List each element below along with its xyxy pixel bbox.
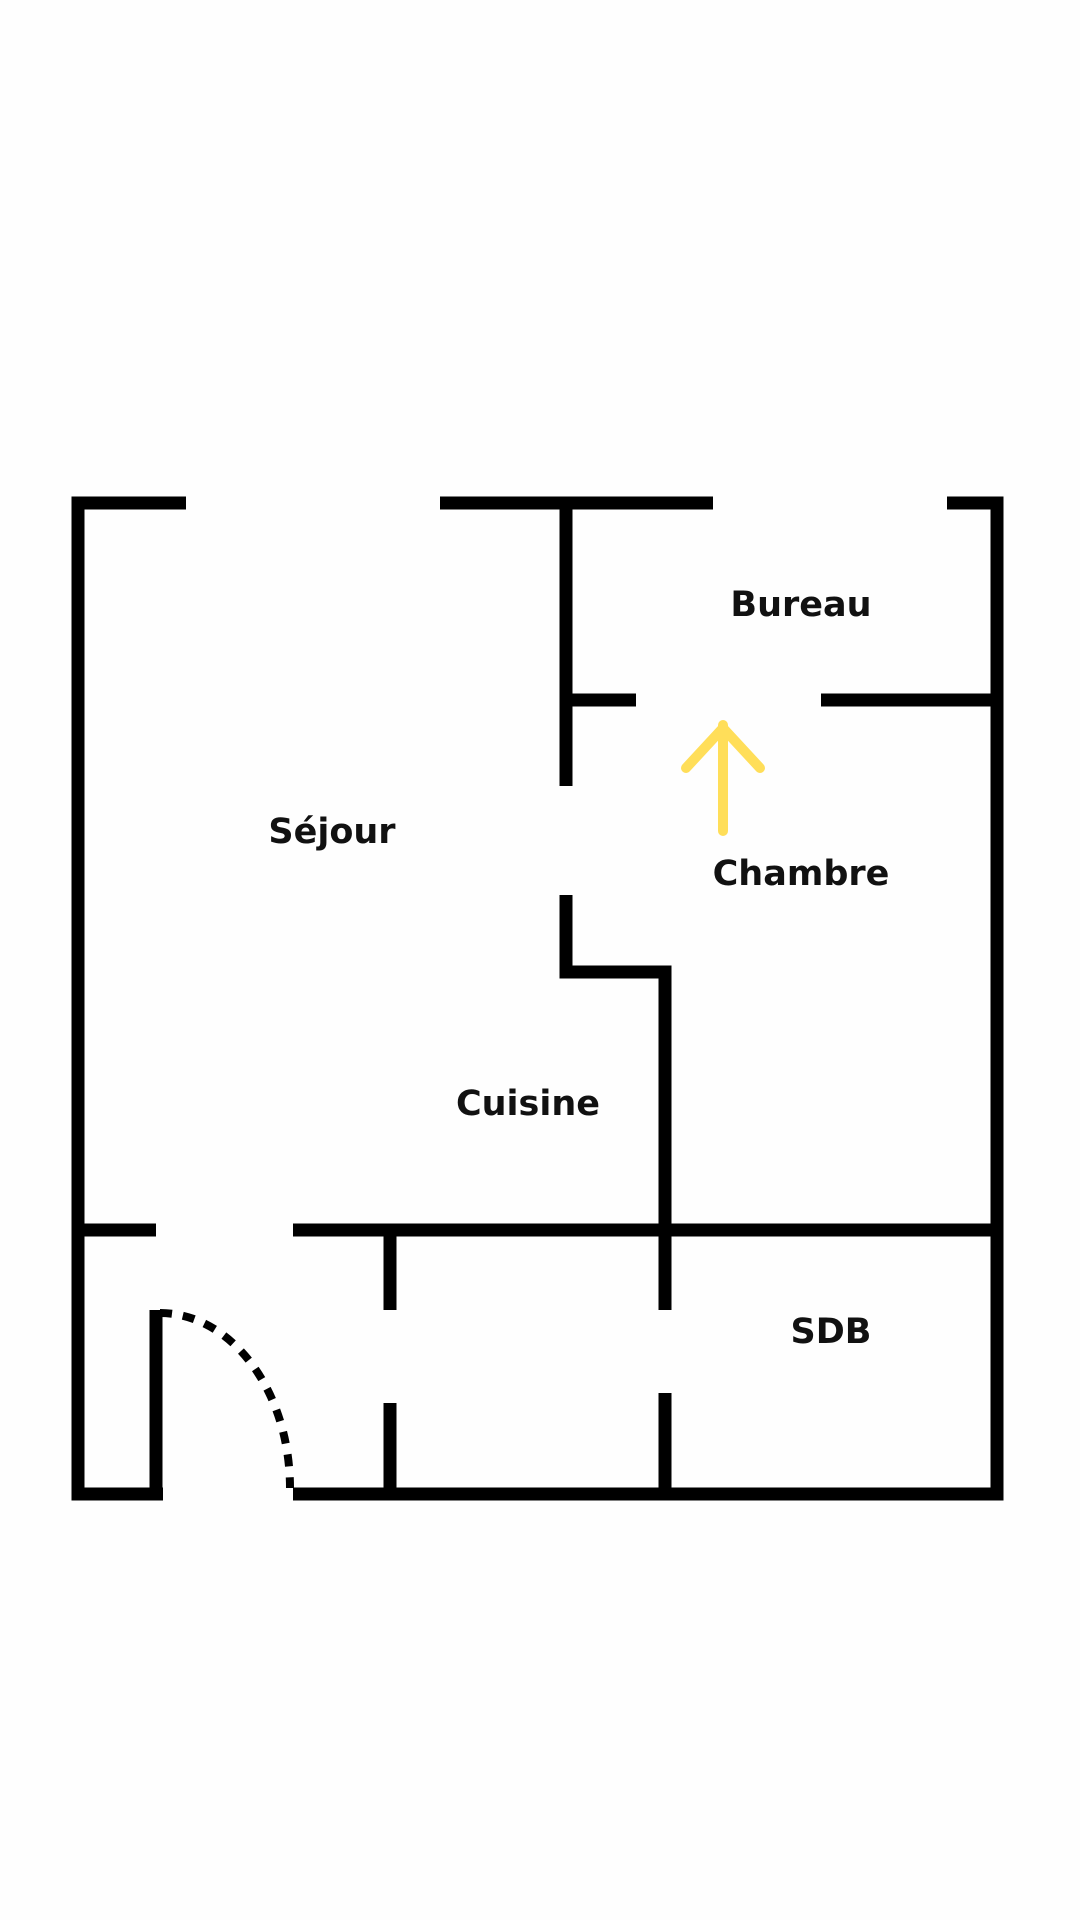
wall-top-right — [293, 496, 1004, 1501]
arrow-up-icon — [681, 720, 765, 836]
room-label-chambre: Chambre — [713, 854, 890, 894]
door-swing-arc — [159, 1309, 294, 1489]
room-label-cuisine: Cuisine — [456, 1084, 600, 1124]
room-label-bureau: Bureau — [730, 585, 871, 625]
room-label-sejour: Séjour — [268, 812, 396, 852]
wall-top-left — [71, 496, 186, 1501]
wall-cuisine — [559, 895, 672, 1310]
room-label-sdb: SDB — [791, 1312, 872, 1352]
walls — [71, 496, 1004, 1501]
